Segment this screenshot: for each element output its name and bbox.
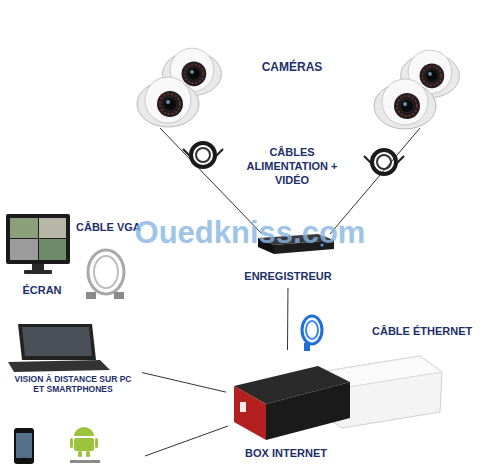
device-label: BOX INTERNET: [236, 447, 336, 460]
monitor-node: ÉCRAN: [3, 210, 83, 302]
title-label: CAMÉRAS: [250, 60, 334, 75]
watermark: Ouedkniss.com: [100, 214, 400, 253]
cable-connector: [287, 288, 288, 350]
cable-label: CÂBLE ÉTHERNET: [372, 325, 492, 339]
device-label: ENREGISTREUR: [238, 270, 338, 283]
internet-box-node: BOX INTERNET: [226, 350, 448, 467]
device-label: VISION À DISTANCE SUR PC ET SMARTPHONES: [11, 374, 135, 394]
cable-connector: [142, 373, 226, 393]
device-label: ÉCRAN: [3, 284, 81, 297]
cable-label: CÂBLES ALIMENTATION + VIDÉO: [240, 146, 344, 187]
remote-view-node: VISION À DISTANCE SUR PC ET SMARTPHONES: [5, 320, 142, 466]
